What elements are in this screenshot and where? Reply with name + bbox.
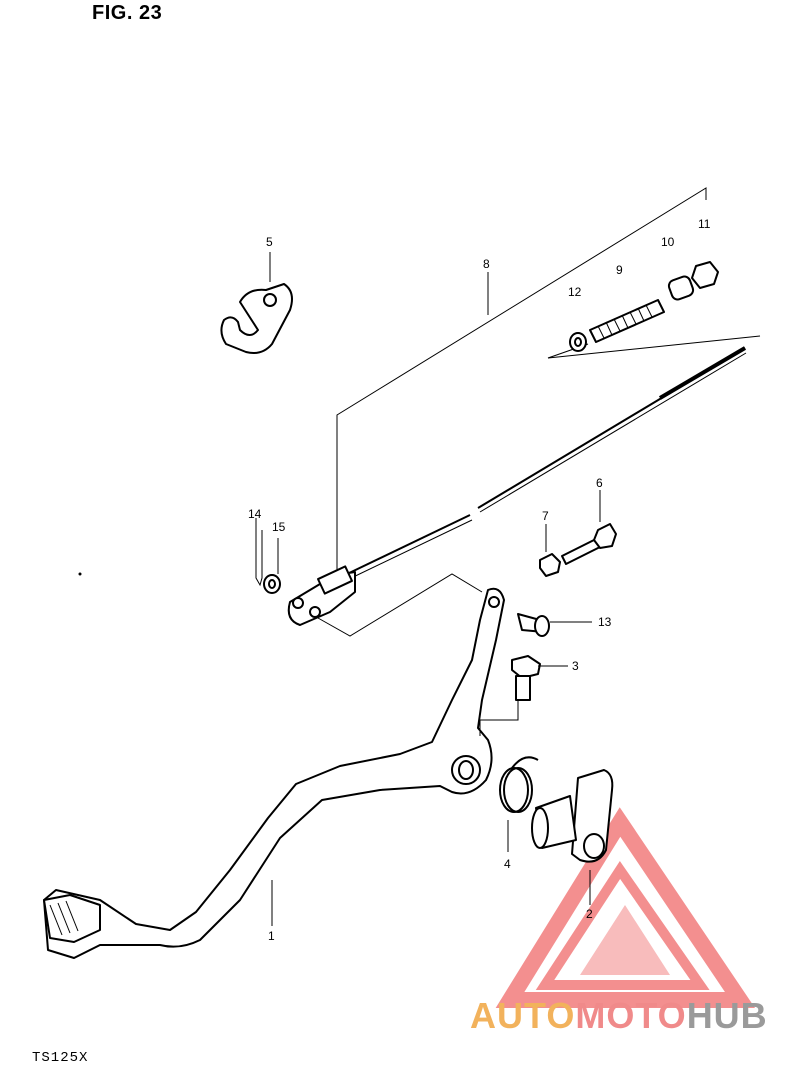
callout-3: 3 (572, 659, 579, 673)
bracket-5 (220, 252, 293, 354)
cotter-pin-14 (255, 518, 263, 587)
leader-8 (336, 187, 707, 570)
callout-5: 5 (266, 235, 273, 249)
callout-13: 13 (598, 615, 612, 629)
callout-9: 9 (616, 263, 623, 277)
bolt-3 (479, 655, 568, 736)
brake-rod-8 (287, 346, 747, 626)
callout-10: 10 (661, 235, 675, 249)
callout-11: 11 (698, 217, 711, 231)
model-label: TS125X (32, 1050, 89, 1066)
brake-pedal-1 (43, 587, 505, 959)
pivot-shaft-2 (531, 769, 614, 905)
watermark-moto: MOTO (575, 995, 686, 1036)
callout-8: 8 (483, 257, 490, 271)
return-spring-4 (499, 756, 539, 852)
washer-15 (263, 538, 281, 594)
figure-title: FIG. 23 (92, 2, 163, 24)
callout-1: 1 (268, 929, 275, 943)
watermark-text: AUTOMOTOHUB (470, 995, 768, 1036)
callout-15: 15 (272, 520, 286, 534)
callout-4: 4 (504, 857, 511, 871)
watermark-logo (495, 807, 756, 1008)
watermark-hub: HUB (687, 995, 768, 1036)
stray-dot (78, 572, 82, 576)
callout-2: 2 (586, 907, 593, 921)
callout-12: 12 (568, 285, 582, 299)
adjuster-group (547, 261, 761, 359)
callout-7: 7 (542, 509, 549, 523)
callout-14: 14 (248, 507, 262, 521)
watermark-auto: AUTO (470, 995, 575, 1036)
callout-6: 6 (596, 476, 603, 490)
bolt-6 (561, 490, 617, 565)
leader-clevis (317, 573, 483, 637)
nut-7 (539, 524, 561, 577)
pin-13 (517, 613, 592, 637)
